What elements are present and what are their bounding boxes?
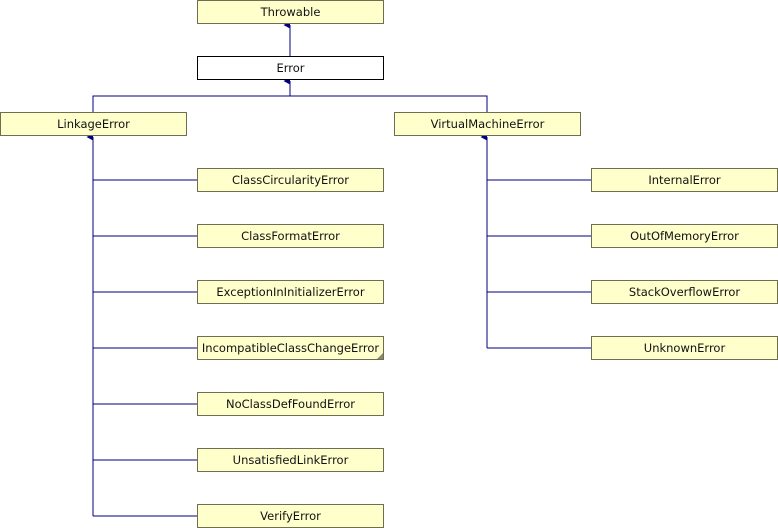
node-label: ExceptionInInitializerError	[216, 285, 365, 299]
node-out-of-memory-error[interactable]: OutOfMemoryError	[591, 224, 778, 248]
node-label: VirtualMachineError	[430, 117, 545, 131]
node-label: OutOfMemoryError	[630, 229, 739, 243]
node-label: VerifyError	[260, 509, 321, 523]
node-class-format-error[interactable]: ClassFormatError	[197, 224, 384, 248]
node-verify-error[interactable]: VerifyError	[197, 504, 384, 528]
node-error[interactable]: Error	[197, 56, 384, 80]
node-label: Throwable	[260, 5, 321, 19]
edge-linkage-vm-error	[92, 95, 488, 112]
node-incompatible-class-change-error[interactable]: IncompatibleClassChangeError	[197, 336, 384, 360]
node-label: ClassCircularityError	[231, 173, 350, 187]
node-label: LinkageError	[57, 117, 130, 131]
folded-corner-icon	[377, 353, 383, 359]
node-linkage-error[interactable]: LinkageError	[0, 112, 187, 136]
node-label: UnsatisfiedLinkError	[232, 453, 349, 467]
node-throwable[interactable]: Throwable	[197, 0, 384, 24]
node-internal-error[interactable]: InternalError	[591, 168, 778, 192]
node-label: StackOverflowError	[628, 285, 741, 299]
node-stack-overflow-error[interactable]: StackOverflowError	[591, 280, 778, 304]
node-label: IncompatibleClassChangeError	[201, 341, 380, 355]
node-label: UnknownError	[643, 341, 726, 355]
node-exception-in-initializer-error[interactable]: ExceptionInInitializerError	[197, 280, 384, 304]
node-label: ClassFormatError	[241, 229, 340, 243]
node-label: NoClassDefFoundError	[225, 397, 356, 411]
node-class-circularity-error[interactable]: ClassCircularityError	[197, 168, 384, 192]
node-no-class-def-found-error[interactable]: NoClassDefFoundError	[197, 392, 384, 416]
node-unknown-error[interactable]: UnknownError	[591, 336, 778, 360]
node-label: InternalError	[648, 173, 721, 187]
node-unsatisfied-link-error[interactable]: UnsatisfiedLinkError	[197, 448, 384, 472]
node-virtual-machine-error[interactable]: VirtualMachineError	[394, 112, 581, 136]
node-label: Error	[276, 61, 305, 75]
